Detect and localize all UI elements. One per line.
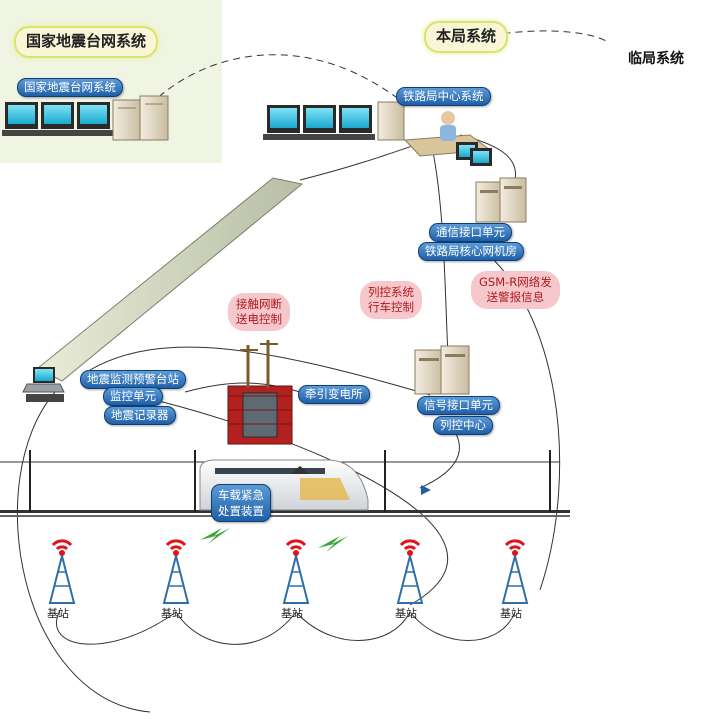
onboard-device-line2: 处置装置: [218, 504, 264, 518]
core-room-label: 铁路局核心网机房: [418, 242, 524, 261]
base-station-tower-icon: [162, 539, 190, 604]
catenary-cut-note: 接触网断 送电控制: [228, 293, 290, 331]
base-station-tower-icon: [282, 539, 310, 604]
seismic-laptop-icon: [22, 367, 65, 402]
railway-center-label: 铁路局中心系统: [396, 87, 491, 106]
gsmr-alert-line1: GSM-R网络发: [479, 275, 552, 289]
gsmr-alert-note: GSM-R网络发 送警报信息: [471, 271, 560, 309]
traction-substation-label: 牵引变电所: [298, 385, 370, 404]
signal-interface-servers-icon: [414, 345, 470, 395]
transmission-beam: [37, 177, 304, 382]
train-control-line2: 行车控制: [368, 300, 414, 314]
train-control-line1: 列控系统: [368, 285, 414, 299]
national-network-title: 国家地震台网系统: [14, 26, 159, 58]
base-station-label: 基站: [395, 607, 417, 620]
bureau-monitors-icon: [263, 105, 375, 140]
gsmr-alert-line2: 送警报信息: [486, 290, 545, 304]
train-control-note: 列控系统 行车控制: [360, 281, 422, 319]
base-station-tower-icon: [501, 539, 529, 604]
national-monitors-icon: [2, 102, 114, 136]
local-bureau-title: 本局系统: [424, 21, 509, 53]
traction-substation-icon: [227, 340, 293, 445]
signal-interface-label: 信号接口单元: [417, 396, 500, 415]
base-station-label: 基站: [47, 607, 69, 620]
base-station-tower-icon: [396, 539, 424, 604]
base-station-tower-icon: [48, 539, 76, 604]
monitor-unit-label: 监控单元: [103, 387, 163, 406]
base-station-label: 基站: [500, 607, 522, 620]
train-control-center-label: 列控中心: [433, 416, 493, 435]
base-station-label: 基站: [281, 607, 303, 620]
catenary-cut-line1: 接触网断: [236, 297, 282, 311]
core-room-servers-icon: [475, 177, 527, 223]
catenary-cut-line2: 送电控制: [236, 312, 282, 326]
national-network-sub-label: 国家地震台网系统: [17, 78, 123, 97]
seismic-recorder-label: 地震记录器: [104, 406, 176, 425]
national-servers-icon: [112, 95, 169, 141]
comm-interface-label: 通信接口单元: [429, 223, 512, 242]
onboard-device-line1: 车载紧急: [218, 488, 264, 502]
base-station-label: 基站: [161, 607, 183, 620]
wireless-signal-icon: [200, 528, 348, 552]
bureau-operator-workstation-icon: [377, 101, 492, 166]
neighbor-bureau-label: 临局系统: [628, 51, 684, 67]
onboard-device-label: 车载紧急 处置装置: [211, 484, 271, 522]
